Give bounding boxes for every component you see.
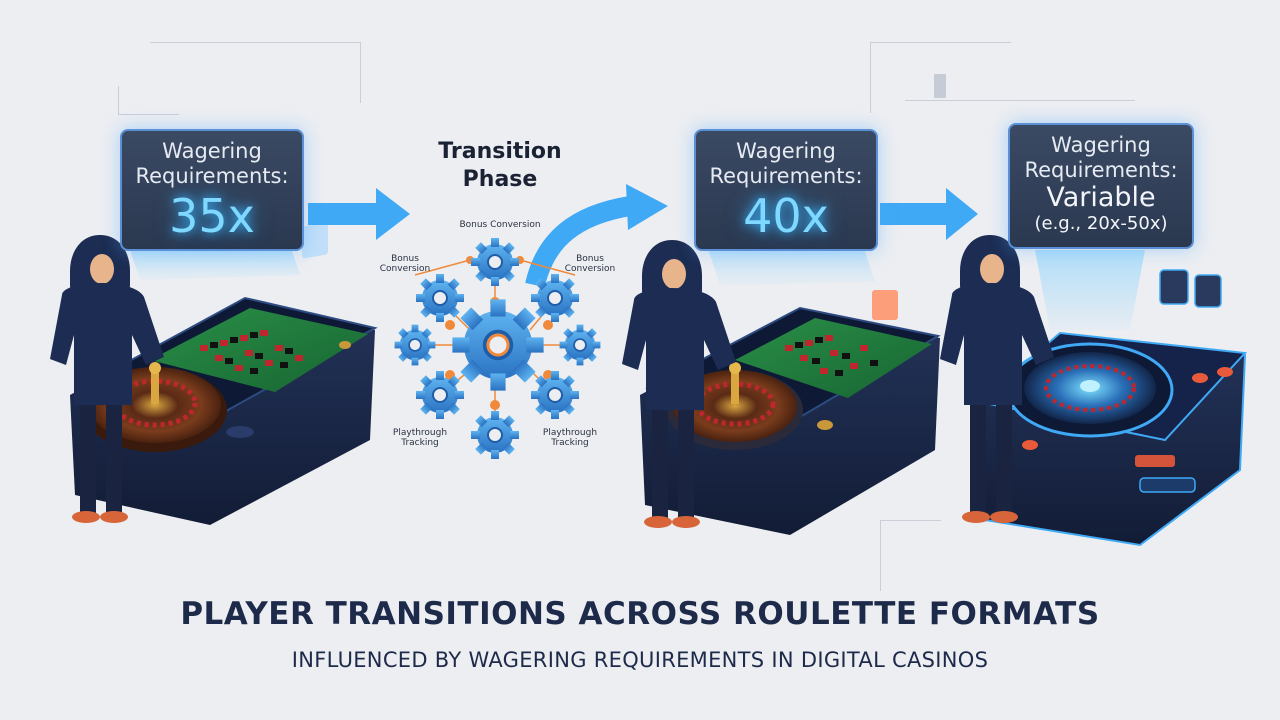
panel-line2: Requirements: — [709, 164, 863, 188]
bg-block — [934, 74, 946, 98]
panel-line1: Wagering — [1051, 133, 1151, 157]
panel-note: (e.g., 20x-50x) — [1034, 213, 1168, 234]
bg-line — [870, 42, 1011, 113]
bg-line — [150, 42, 361, 103]
wagering-panel-35x: Wagering Requirements: 35x — [120, 129, 304, 251]
gear-label-right: Bonus Conversion — [564, 254, 616, 274]
bg-line — [118, 86, 179, 115]
arrow-curved — [525, 184, 668, 288]
bg-line — [880, 520, 941, 591]
transition-title-line2: Phase — [462, 167, 538, 192]
bg-line — [905, 100, 1135, 102]
arrow-right — [308, 188, 410, 240]
wagering-panel-variable: Wagering Requirements: Variable (e.g., 2… — [1008, 123, 1194, 249]
light-beam — [1035, 250, 1145, 330]
panel-value: 35x — [169, 189, 255, 243]
panel-value: 40x — [743, 189, 829, 243]
wagering-panel-40x: Wagering Requirements: 40x — [694, 129, 878, 251]
panel-line1: Wagering — [736, 139, 836, 163]
modern-roulette-table — [640, 236, 941, 535]
transition-phase-title: Transition Phase — [400, 138, 600, 194]
gear-label-bottom-left: Playthrough Tracking — [392, 428, 448, 448]
arrow-right — [880, 188, 978, 240]
gear-label-left: Bonus Conversion — [379, 254, 431, 274]
panel-line2: Requirements: — [1024, 158, 1178, 182]
panel-line2: Requirements: — [135, 164, 289, 188]
subheadline: INFLUENCED BY WAGERING REQUIREMENTS IN D… — [291, 648, 989, 672]
panel-line1: Wagering — [162, 139, 262, 163]
gear-network — [393, 237, 602, 460]
light-beam — [130, 245, 300, 280]
headline: PLAYER TRANSITIONS ACROSS ROULETTE FORMA… — [180, 596, 1100, 632]
gear-label-top: Bonus Conversion — [459, 220, 541, 230]
transition-title-line1: Transition — [438, 139, 562, 164]
gear-label-bottom-right: Playthrough Tracking — [542, 428, 598, 448]
panel-value: Variable — [1046, 182, 1156, 213]
